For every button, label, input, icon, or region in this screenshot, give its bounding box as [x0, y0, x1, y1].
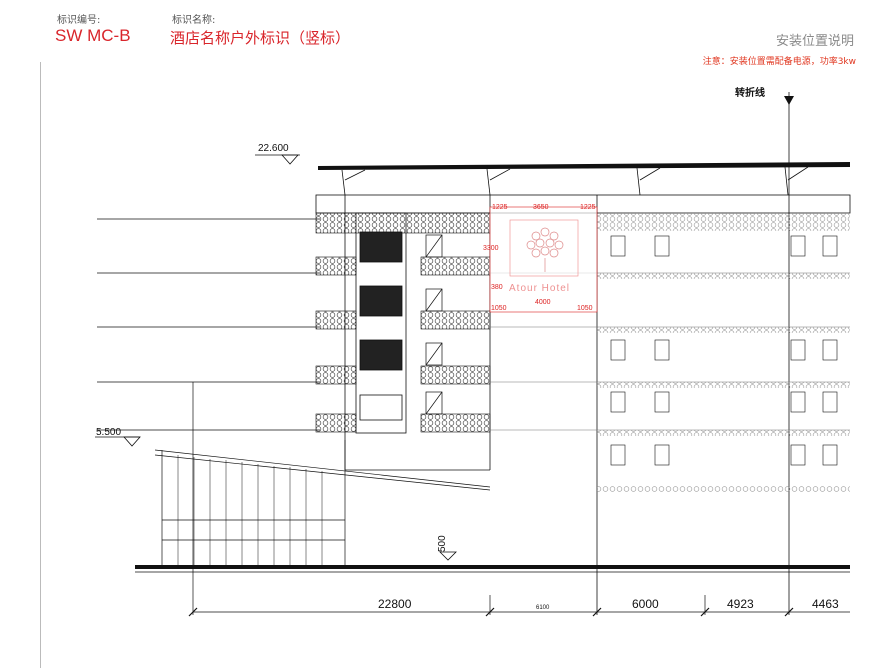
name-label: 标识名称:	[172, 15, 216, 26]
sign-dim-width: 4000	[535, 299, 551, 306]
elevation-mid-label: 5.500	[96, 427, 121, 438]
sign-dim-center: 3650	[533, 204, 549, 211]
ground-line: 500	[135, 535, 850, 573]
windows-right	[610, 235, 838, 466]
floor-lines	[97, 218, 320, 431]
dim-6000: 6000	[632, 597, 659, 611]
podium	[154, 382, 491, 615]
sign-dim-left: 1225	[492, 204, 508, 211]
facade-bands-right	[597, 213, 850, 492]
roof	[318, 162, 850, 196]
dim-6100: 6100	[536, 605, 550, 611]
facade-bands-left	[315, 212, 491, 433]
margin-line	[40, 62, 41, 668]
code-label: 标识编号:	[57, 15, 101, 26]
break-line-label: 转折线	[735, 86, 765, 99]
power-note: 注意：安装位置需配备电源，功率3kw	[702, 57, 856, 67]
sign-name: 酒店名称户外标识（竖标）	[170, 29, 351, 47]
elevation-marker-top: 22.600	[255, 143, 300, 165]
sign-dim-side-left: 1050	[491, 305, 507, 312]
sign-brand: Atour Hotel	[509, 283, 570, 294]
stair-core	[355, 212, 407, 434]
sign-placement: Atour Hotel 1225 3650 1225 3300 380 4000…	[483, 204, 598, 313]
dim-4923: 4923	[727, 597, 754, 611]
sign-logo-icon	[526, 227, 564, 272]
dim-22800: 22800	[378, 597, 412, 611]
sign-code: SW MC-B	[55, 26, 131, 45]
sign-dim-right: 1225	[580, 204, 596, 211]
elevation-top-label: 22.600	[258, 143, 289, 154]
sign-dim-height: 3300	[483, 245, 499, 252]
dimension-line: 22800 6100 6000 4923 4463	[188, 595, 850, 617]
elevation-low-label: 500	[437, 535, 448, 552]
elevation-marker-mid: 5.500	[95, 427, 141, 447]
sign-dim-side-right: 1050	[577, 305, 593, 312]
section-title: 安装位置说明	[775, 34, 854, 49]
sign-dim-gap: 380	[491, 284, 503, 291]
dim-4463: 4463	[812, 597, 839, 611]
windows-left	[425, 234, 443, 415]
